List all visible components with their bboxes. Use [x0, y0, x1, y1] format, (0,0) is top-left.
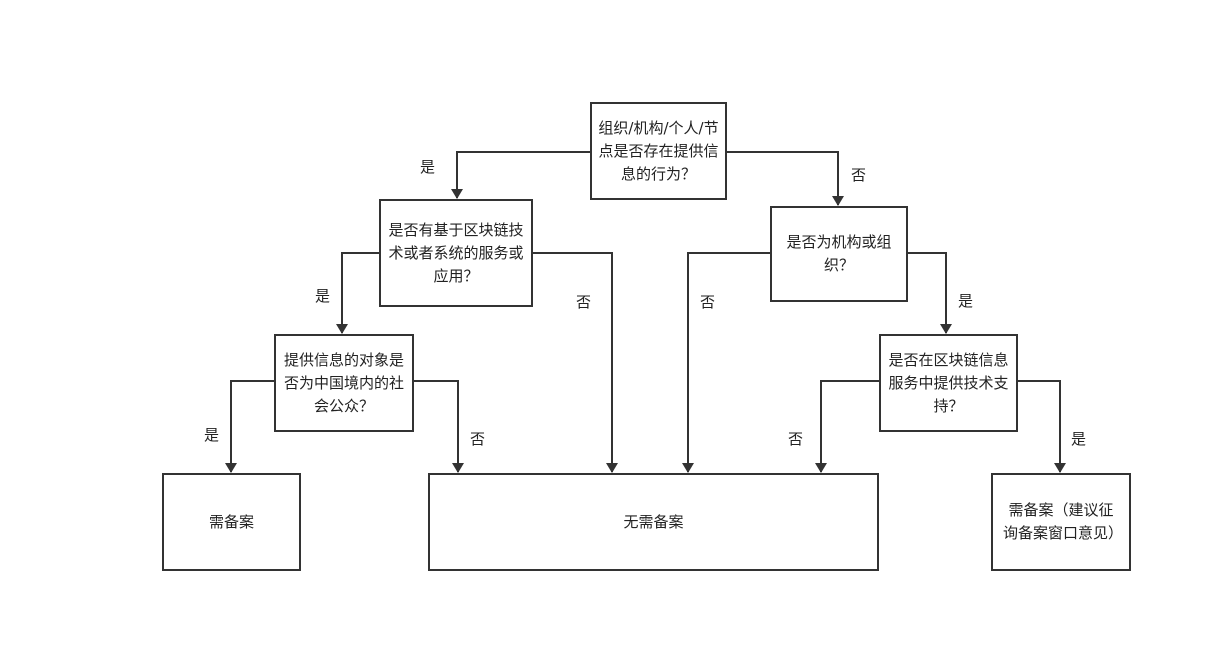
label-public-yes: 是 [204, 426, 220, 444]
connector-n_tech-to-n_none [815, 380, 879, 473]
label-tech-no: 否 [788, 430, 804, 448]
node-need-filing-advice: 需备案（建议征询备案窗口意见） [991, 473, 1131, 571]
label-org-yes: 是 [958, 292, 974, 310]
label-blockchain-no: 否 [576, 293, 592, 311]
node-blockchain-question: 是否有基于区块链技术或者系统的服务或应用？ [379, 199, 533, 307]
connector-n_blockchain-to-n_public [336, 252, 379, 334]
node-org-question: 是否为机构或组织？ [770, 206, 908, 302]
connector-n_root-to-n_blockchain [451, 151, 590, 199]
label-blockchain-yes: 是 [315, 287, 331, 305]
label-root-no: 否 [851, 166, 867, 184]
node-tech-support-question: 是否在区块链信息服务中提供技术支持？ [879, 334, 1018, 432]
connector-n_tech-to-n_need_advice [1018, 380, 1066, 473]
node-need-filing: 需备案 [162, 473, 301, 571]
label-root-yes: 是 [420, 158, 436, 176]
connector-n_root-to-n_org [727, 151, 844, 206]
node-root-question: 组织/机构/个人/节点是否存在提供信息的行为？ [590, 102, 727, 200]
connector-n_public-to-n_need [225, 380, 274, 473]
connector-n_blockchain-to-n_none [533, 252, 618, 473]
connector-n_org-to-n_none [682, 252, 770, 473]
connector-n_public-to-n_none [414, 380, 464, 473]
node-no-filing: 无需备案 [428, 473, 879, 571]
label-tech-yes: 是 [1071, 430, 1087, 448]
connector-n_org-to-n_tech [908, 252, 952, 334]
label-org-no: 否 [700, 293, 716, 311]
label-public-no: 否 [470, 430, 486, 448]
node-public-question: 提供信息的对象是否为中国境内的社会公众？ [274, 334, 414, 432]
